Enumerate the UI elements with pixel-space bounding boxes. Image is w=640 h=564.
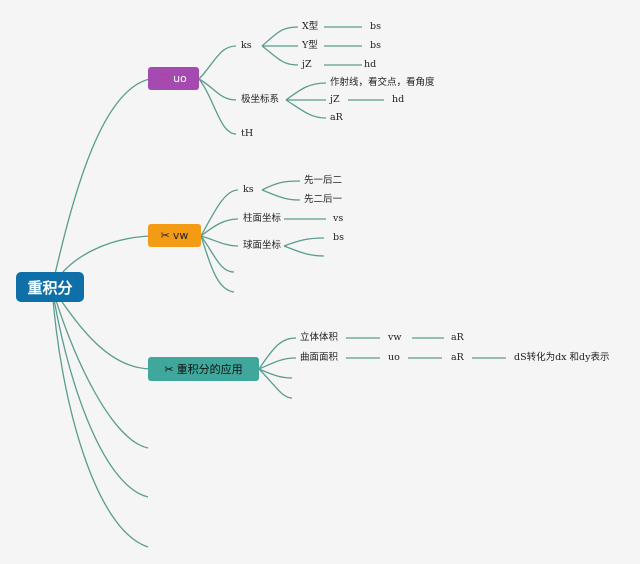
node-ks: ks bbox=[241, 40, 252, 51]
branch-label: uo bbox=[173, 72, 187, 85]
node-polar-ray: 作射线，看交点，看角度 bbox=[330, 77, 435, 88]
heart-icon: ♡ bbox=[160, 72, 171, 85]
branch-node-vw: ✂ vw bbox=[148, 224, 201, 247]
node-polar: 极坐标系 bbox=[241, 94, 280, 105]
node-surface-value-3: dS转化为dx 和dy表示 bbox=[514, 352, 610, 363]
branch-node-uo: ♡ uo bbox=[148, 67, 199, 90]
node-spherical: 球面坐标 bbox=[243, 240, 282, 251]
tools-icon: ✂ bbox=[160, 229, 170, 242]
node-cylindrical-value: vs bbox=[333, 213, 344, 224]
node-volume: 立体体积 bbox=[300, 332, 339, 343]
node-cylindrical: 柱面坐标 bbox=[243, 213, 282, 224]
node-jz-value: hd bbox=[364, 59, 377, 70]
node-surface-value-1: uo bbox=[388, 352, 400, 363]
node-surface-area: 曲面面积 bbox=[300, 352, 339, 363]
node-x-type-value: bs bbox=[370, 21, 381, 32]
node-volume-value-1: vw bbox=[388, 332, 402, 343]
node-polar-ar: aR bbox=[330, 112, 343, 123]
node-ks: ks bbox=[243, 184, 254, 195]
node-y-type-value: bs bbox=[370, 40, 381, 51]
root-node: 重积分 bbox=[16, 272, 84, 302]
node-x-type: X型 bbox=[302, 21, 319, 32]
node-th: tH bbox=[241, 128, 254, 139]
node-order-one-then-two: 先一后二 bbox=[304, 175, 343, 186]
node-jz: jZ bbox=[302, 59, 312, 70]
branch-label: 重积分的应用 bbox=[176, 363, 243, 376]
branch-label: vw bbox=[172, 229, 189, 242]
node-y-type: Y型 bbox=[302, 40, 318, 51]
node-order-two-then-one: 先二后一 bbox=[304, 194, 343, 205]
tools-icon: ✂ bbox=[164, 362, 174, 376]
branch-node-applications: ✂ 重积分的应用 bbox=[148, 357, 259, 381]
node-volume-value-2: aR bbox=[451, 332, 464, 343]
node-polar-jz-value: hd bbox=[392, 94, 405, 105]
node-surface-value-2: aR bbox=[451, 352, 464, 363]
node-polar-jz: jZ bbox=[330, 94, 340, 105]
node-spherical-value: bs bbox=[333, 232, 344, 243]
